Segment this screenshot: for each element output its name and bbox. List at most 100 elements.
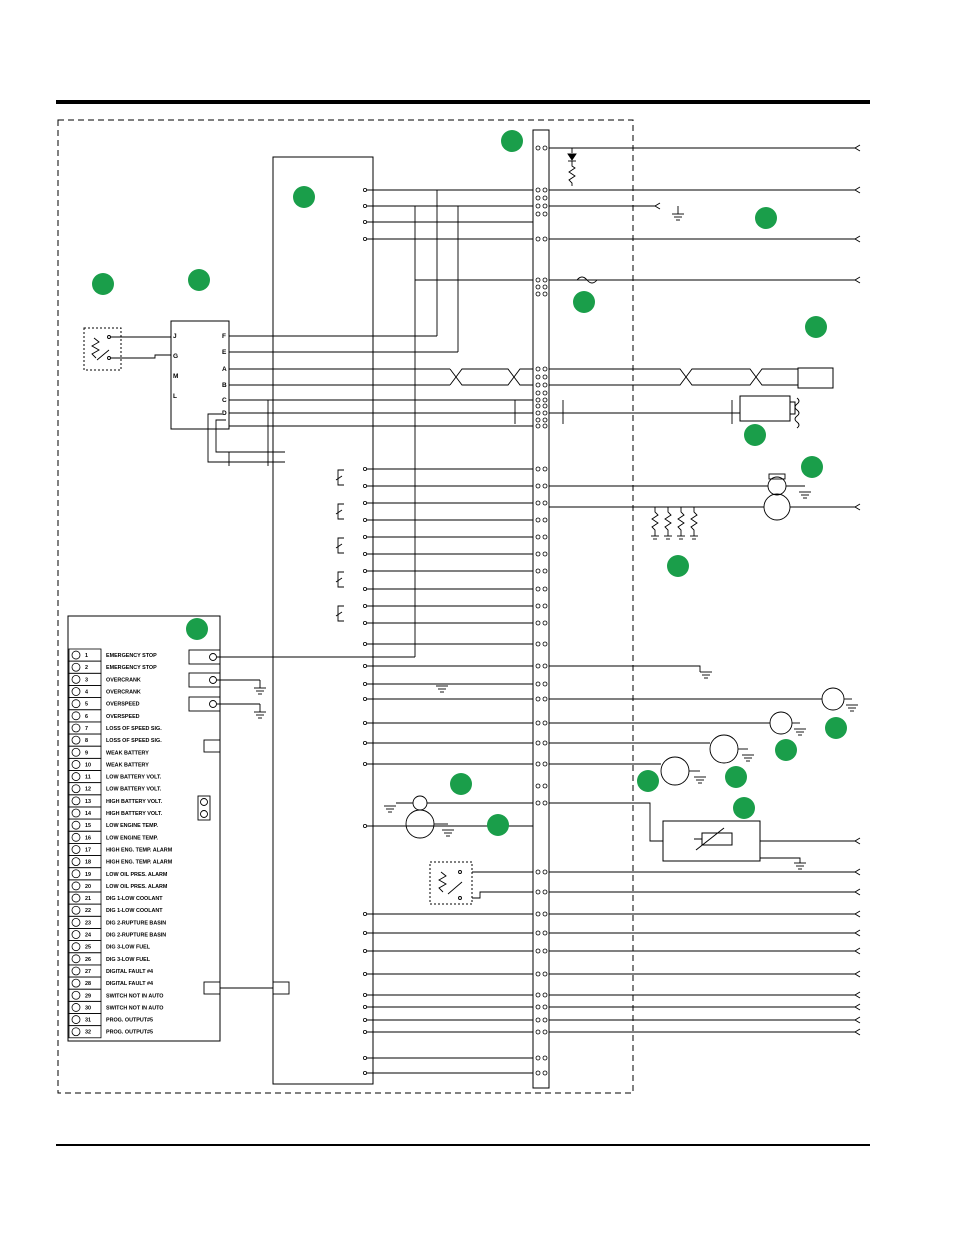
strip-terminal [542,568,548,574]
terminal-label: DIG 3-LOW FUEL [106,957,151,963]
strip-terminal [542,366,548,372]
module-pin-l: L [173,393,177,400]
terminal-number: 14 [85,811,91,817]
strip-terminal [535,551,541,557]
module-pin-a: A [222,366,227,373]
terminal-label: LOSS OF SPEED SIG. [106,738,162,744]
terminal-screw [71,784,81,794]
strip-terminal [535,284,541,290]
strip-terminal [542,620,548,626]
strip-terminal [542,483,548,489]
terminal-screw [71,893,81,903]
board-pin [362,621,367,626]
terminal-label: DIG 2-RUPTURE BASIN [106,920,166,926]
strip-terminal [535,390,541,396]
terminal-screw [71,1003,81,1012]
terminal-label: OVERSPEED [106,702,140,708]
terminal-screw [71,966,81,976]
actuator-box [662,820,761,862]
terminal-screw [71,735,81,745]
actuator-symbol [694,827,733,851]
strip-terminal [535,403,541,409]
terminal-label: LOW ENGINE TEMP. [106,835,159,841]
board-pin [362,824,367,829]
field-contact-arm [335,509,343,515]
strip-terminal [535,236,541,242]
terminal-label: HIGH ENG. TEMP. ALARM [106,847,173,853]
resistor [677,507,685,536]
terminal-number: 18 [85,860,91,866]
terminal-screw [71,954,81,964]
strip-terminal [542,390,548,396]
strip-terminal [542,403,548,409]
terminal-label: OVERCRANK [106,677,141,683]
aux-switch [438,870,533,900]
strip-terminal [542,586,548,592]
terminal-label: EMERGENCY STOP [106,665,157,671]
strip-terminal [542,911,548,917]
resistor-bank [651,506,764,540]
board-pin [362,236,367,241]
terminal-strip-terminals [535,145,548,1076]
terminal-label: OVERCRANK [106,690,141,696]
terminal-number: 13 [85,799,91,805]
terminal-screw [71,905,81,915]
strip-terminal [535,1004,541,1010]
field-contact-arm [335,577,343,583]
ecu-coil [794,397,800,429]
ground-symbols [254,206,858,870]
module-pin-f: F [222,333,226,340]
terminal-screw [71,772,81,781]
terminal-screw [71,930,81,939]
controller-enclosure [57,119,634,1094]
strip-terminal [542,681,548,687]
actuator-wires [549,802,855,863]
terminal-screw [71,687,81,696]
terminal-label: WEAK BATTERY [106,750,149,756]
strip-terminal [542,889,548,895]
board-pin [362,535,367,540]
strip-terminal [542,211,548,217]
terminal-label: DIGITAL FAULT #4 [106,981,153,987]
strip-terminal [535,417,541,423]
strip-terminal [542,971,548,977]
terminal-number: 11 [85,775,91,781]
board-pin [362,721,367,726]
board-pin [362,931,367,936]
header-rule [56,100,870,104]
controller-board [272,156,374,1085]
board-pin [362,604,367,609]
board-pin [362,500,367,505]
board-pin [362,1005,367,1010]
strip-terminal [542,534,548,540]
field-contact [337,605,344,622]
terminal-screw [71,857,81,867]
bus-wire [457,205,533,352]
strip-terminal [542,187,548,193]
strip-terminal [535,740,541,746]
terminal-label: OVERSPEED [106,714,140,720]
terminal-label: DIG 1-LOW COOLANT [106,896,163,902]
terminal-screw [71,845,81,854]
terminal-number: 28 [85,981,91,987]
strip-terminal [535,641,541,647]
strip-terminal [542,783,548,789]
module-pin-e: E [222,349,227,356]
resistor [664,507,672,536]
field-contact-arm [335,543,343,549]
strip-terminal [542,696,548,702]
strip-terminal [542,284,548,290]
terminal-screw [71,723,81,733]
strip-terminal [542,410,548,416]
board-pin [362,1056,367,1061]
board-pin [362,466,367,471]
strip-terminal [535,1017,541,1023]
strip-terminal [542,641,548,647]
terminal-number: 2 [85,665,88,671]
terminal-screw [71,662,81,672]
terminal-number: 12 [85,787,91,793]
callout-marker [801,456,823,478]
strip-terminal [542,382,548,388]
